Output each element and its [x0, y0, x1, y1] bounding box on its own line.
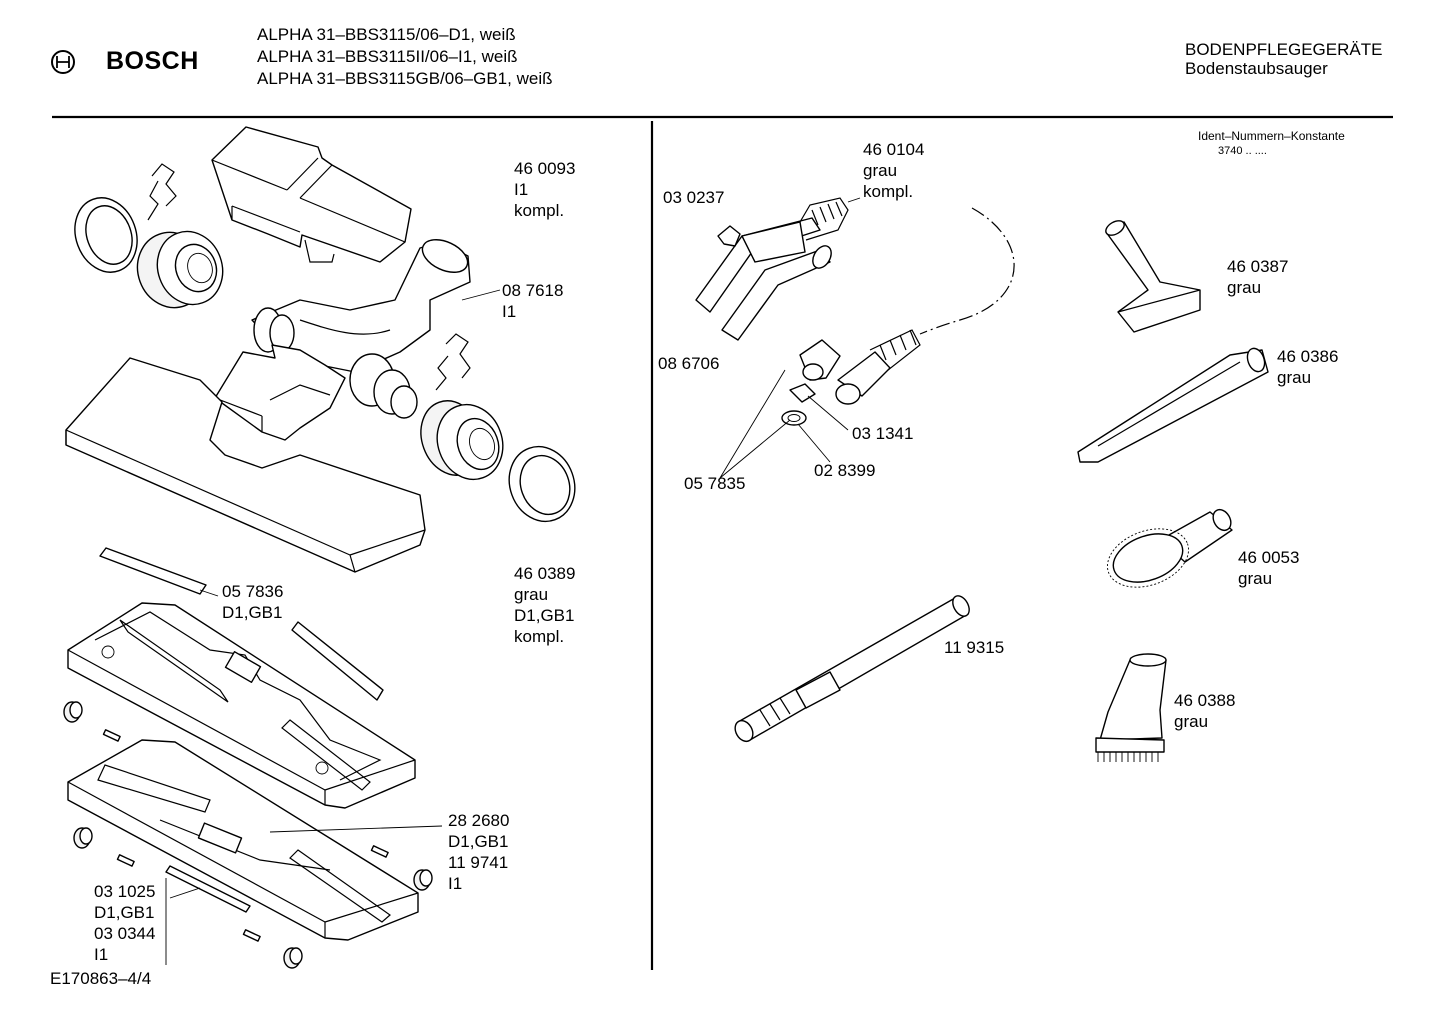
part-note: kompl.	[863, 182, 914, 201]
part-number: 46 0387	[1227, 257, 1289, 276]
part-note: kompl.	[514, 201, 565, 220]
part-color: grau	[514, 585, 549, 604]
part-label-460387: 46 0387 grau	[1227, 256, 1288, 298]
wheel-part	[136, 230, 224, 309]
part-variant: D1,GB1	[514, 606, 575, 625]
part-number: 46 0386	[1277, 347, 1339, 366]
part-label-030237: 03 0237	[663, 188, 725, 207]
part-label-460093: 46 0093 I1 kompl.	[514, 158, 575, 221]
category-title: BODENPFLEGEGERÄTE	[1185, 40, 1383, 59]
extension-tube-part	[734, 595, 970, 743]
roller-part	[63, 701, 433, 969]
brand-name: BOSCH	[106, 47, 199, 75]
part-label-087618: 08 7618 I1	[502, 280, 563, 322]
bosch-logo-icon	[51, 50, 75, 74]
part-number: 46 0388	[1174, 691, 1236, 710]
part-number: 03 0344	[94, 924, 156, 943]
part-number: 11 9741	[448, 853, 509, 872]
hose-cuff-part	[835, 329, 921, 405]
wheel-part	[420, 400, 504, 481]
part-label-460386: 46 0386 grau	[1277, 346, 1338, 388]
furniture-brush-part	[1095, 653, 1167, 762]
part-label-057836: 05 7836 D1,GB1	[222, 581, 283, 623]
elbow-part	[799, 339, 841, 381]
model-list: ALPHA 31–BBS3115/06–D1, weiß ALPHA 31–BB…	[257, 24, 552, 90]
part-number: 46 0053	[1238, 548, 1300, 567]
part-label-460389: 46 0389 grau D1,GB1 kompl.	[514, 563, 575, 647]
leader-lines-left	[165, 289, 501, 965]
part-label-119315: 11 9315	[944, 638, 1005, 657]
leader-lines-middle	[719, 369, 849, 479]
drawing-id: E170863–4/4	[50, 969, 152, 988]
clip-part	[147, 163, 177, 221]
part-color: grau	[1238, 569, 1273, 588]
part-color: grau	[1174, 712, 1209, 731]
part-variant: D1,GB1	[448, 832, 509, 851]
connector-part	[214, 344, 346, 441]
part-number: 08 7618	[502, 281, 564, 300]
wheel-ring-part	[508, 445, 576, 523]
part-label-057835: 05 7835	[684, 474, 746, 493]
clip-part	[435, 333, 471, 391]
clip-part	[717, 225, 741, 247]
model-line: ALPHA 31–BBS3115II/06–I1, weiß	[257, 47, 518, 66]
part-label-086706: 08 6706	[658, 354, 720, 373]
part-label-460053: 46 0053 grau	[1238, 547, 1299, 589]
part-number: 03 1025	[94, 882, 156, 901]
base-plate-part	[67, 739, 419, 941]
part-note: kompl.	[514, 627, 565, 646]
part-color: grau	[1227, 278, 1262, 297]
part-label-031341: 03 1341	[852, 424, 914, 443]
part-label-460104: 46 0104 grau kompl.	[863, 139, 924, 202]
part-number: 05 7836	[222, 582, 284, 601]
part-number: 46 0104	[863, 140, 925, 159]
part-variant: I1	[448, 874, 463, 893]
seal-strip-part	[291, 621, 384, 701]
part-color: grau	[863, 161, 898, 180]
part-number: 46 0389	[514, 564, 576, 583]
crevice-nozzle-part	[1077, 347, 1269, 463]
part-variant: I1	[502, 302, 517, 321]
part-label-028399: 02 8399	[814, 461, 876, 480]
nozzle-base-housing-part	[65, 357, 426, 573]
ident-title: Ident–Nummern–Konstante	[1198, 129, 1345, 143]
part-label-460388: 46 0388 grau	[1174, 690, 1235, 732]
seal-strip-part	[99, 547, 207, 595]
swivel-joint-part	[251, 239, 471, 419]
hose-handle-part	[695, 197, 861, 313]
pin-part	[102, 729, 389, 942]
ring-part	[781, 410, 807, 426]
part-variant: I1	[94, 945, 109, 964]
part-color: grau	[1277, 368, 1312, 387]
wheel-ring-part	[74, 197, 138, 273]
category-block: BODENPFLEGEGERÄTE Bodenstaubsauger	[1185, 39, 1382, 80]
model-line: ALPHA 31–BBS3115/06–D1, weiß	[257, 25, 516, 44]
part-label-282680: 28 2680 D1,GB1 11 9741 I1	[448, 810, 509, 894]
part-label-031025: 03 1025 D1,GB1 03 0344 I1	[94, 881, 155, 965]
clamp-part	[789, 383, 816, 403]
part-variant: I1	[514, 180, 529, 199]
base-plate-part	[67, 602, 416, 809]
part-variant: D1,GB1	[94, 903, 155, 922]
ident-value: 3740 .. ....	[1218, 145, 1267, 157]
hose-handle-part	[721, 245, 832, 341]
strip-part	[165, 865, 251, 913]
model-line: ALPHA 31–BBS3115GB/06–GB1, weiß	[257, 69, 553, 88]
upholstery-nozzle-part	[1105, 220, 1201, 333]
part-number: 28 2680	[448, 811, 510, 830]
part-variant: D1,GB1	[222, 603, 283, 622]
part-number: 46 0093	[514, 159, 576, 178]
hose-dashed-line	[919, 207, 1015, 335]
nozzle-cover-part	[211, 126, 412, 263]
subcategory-title: Bodenstaubsauger	[1185, 59, 1328, 78]
dusting-brush-part	[1107, 508, 1233, 588]
